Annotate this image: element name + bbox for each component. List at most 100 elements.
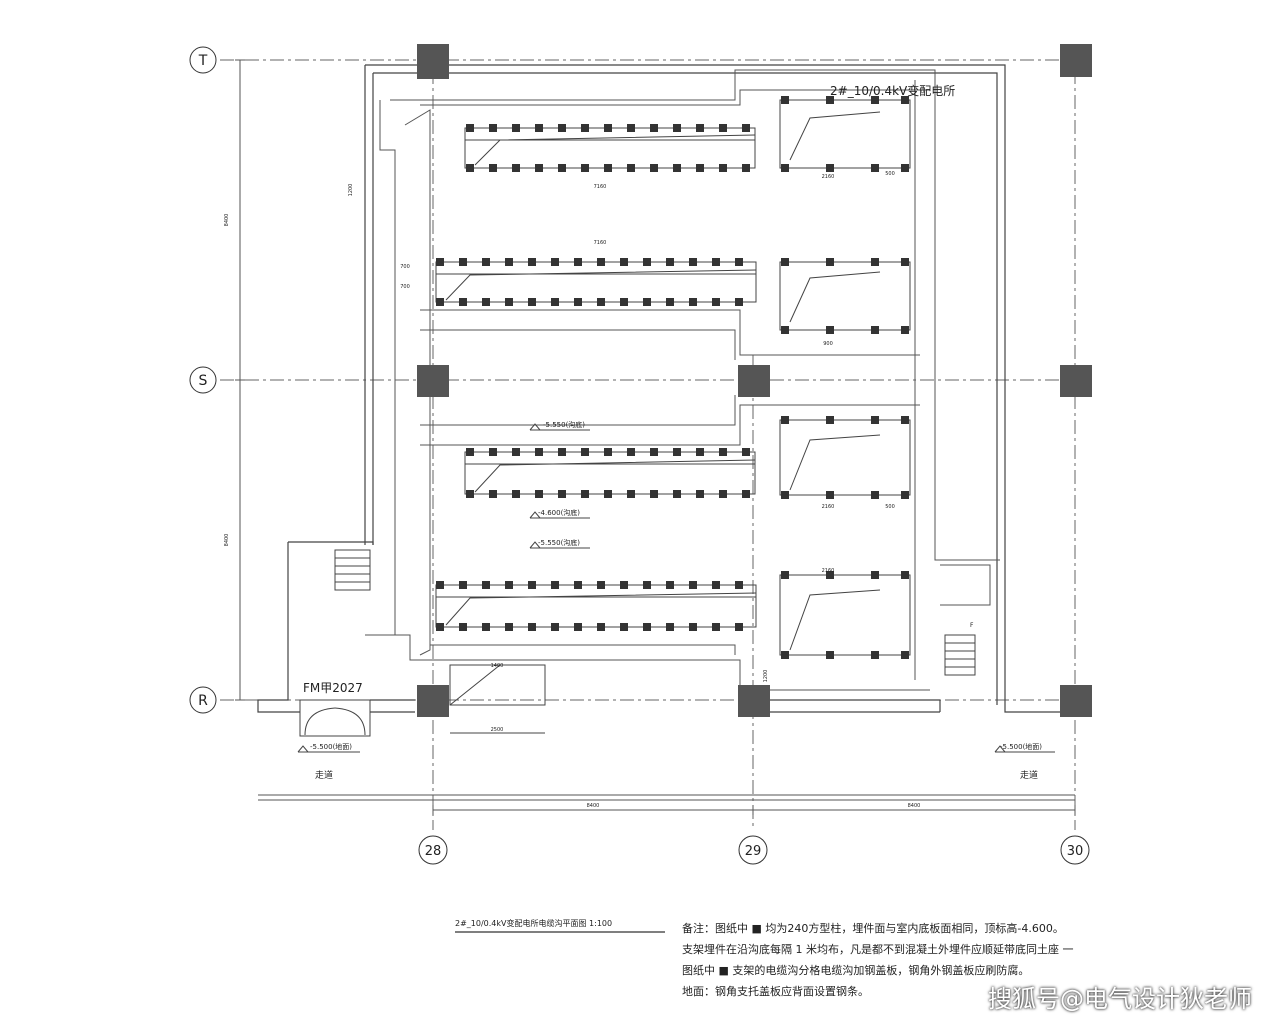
trench-support bbox=[482, 581, 490, 589]
trench-support bbox=[466, 490, 474, 498]
trench-support bbox=[742, 490, 750, 498]
trench-support bbox=[826, 571, 834, 579]
trench-support bbox=[459, 623, 467, 631]
trench-support bbox=[436, 623, 444, 631]
trench-support bbox=[666, 258, 674, 266]
trench-support bbox=[901, 96, 909, 104]
column bbox=[1060, 365, 1092, 397]
trench-support bbox=[581, 490, 589, 498]
trench-support bbox=[826, 651, 834, 659]
trench-support bbox=[459, 581, 467, 589]
trench-support bbox=[689, 298, 697, 306]
trench-support bbox=[742, 448, 750, 456]
dimension-lines bbox=[235, 59, 1076, 815]
trench-support bbox=[535, 124, 543, 132]
trench-support bbox=[528, 581, 536, 589]
trench-support bbox=[436, 258, 444, 266]
axis-bubble-S: S bbox=[189, 366, 217, 394]
elev-trench-3: -5.550(沟底) bbox=[538, 538, 580, 547]
column bbox=[738, 365, 770, 397]
trench-support bbox=[528, 623, 536, 631]
trench-support bbox=[558, 164, 566, 172]
column bbox=[417, 685, 449, 717]
trench-support bbox=[512, 448, 520, 456]
trench-support bbox=[551, 298, 559, 306]
trench-support bbox=[696, 164, 704, 172]
trench-support bbox=[901, 164, 909, 172]
watermark: 搜狐号@电气设计狄老师 bbox=[988, 985, 1252, 1013]
dim-trench-b: 7160 bbox=[594, 240, 607, 246]
dim-trench-h: 900 bbox=[823, 341, 833, 347]
trench-support bbox=[735, 258, 743, 266]
trench-support bbox=[574, 623, 582, 631]
trench-support bbox=[781, 258, 789, 266]
trench-support bbox=[466, 448, 474, 456]
trench-support bbox=[781, 326, 789, 334]
trench-support bbox=[551, 623, 559, 631]
column bbox=[417, 365, 449, 397]
trench-support bbox=[597, 581, 605, 589]
trench-support bbox=[871, 96, 879, 104]
dim-wall-b: 700 bbox=[400, 284, 410, 290]
corridor-label-right: 走道 bbox=[1020, 769, 1038, 781]
trench-support bbox=[489, 164, 497, 172]
room-title: 2#_10/0.4kV变配电所 bbox=[830, 83, 955, 98]
corridor-label-left: 走道 bbox=[315, 769, 333, 781]
dim-ramp-a: 2500 bbox=[491, 727, 504, 733]
stair-right bbox=[944, 634, 976, 676]
column bbox=[1060, 44, 1092, 77]
trench-support bbox=[650, 124, 658, 132]
svg-text:29: 29 bbox=[745, 844, 762, 859]
elevation-markers bbox=[297, 423, 1055, 753]
trench-support bbox=[735, 581, 743, 589]
axis-bubble-T: T bbox=[189, 46, 217, 74]
trench-support bbox=[871, 258, 879, 266]
trench-support bbox=[781, 491, 789, 499]
trench-support bbox=[735, 623, 743, 631]
trench-support bbox=[826, 491, 834, 499]
trench-row-1 bbox=[464, 127, 756, 169]
trench-support bbox=[742, 164, 750, 172]
trench-support bbox=[643, 258, 651, 266]
trench-support bbox=[436, 298, 444, 306]
elev-floor-right: -5.500(地面) bbox=[1000, 742, 1042, 751]
trench-support bbox=[781, 571, 789, 579]
elev-trench-2: -4.600(沟底) bbox=[538, 508, 580, 517]
trench-support bbox=[512, 490, 520, 498]
trench-support bbox=[871, 416, 879, 424]
trench-support bbox=[689, 623, 697, 631]
trench-support bbox=[620, 581, 628, 589]
trench-support bbox=[901, 491, 909, 499]
trench-support bbox=[719, 124, 727, 132]
trench-support bbox=[627, 448, 635, 456]
trench-support bbox=[826, 164, 834, 172]
dim-trench-g: 500 bbox=[885, 504, 895, 510]
trench-support bbox=[696, 448, 704, 456]
trench-support bbox=[535, 490, 543, 498]
trench-support bbox=[712, 581, 720, 589]
trench-support bbox=[735, 298, 743, 306]
trench-support bbox=[901, 258, 909, 266]
trench-support bbox=[489, 124, 497, 132]
trench-support bbox=[666, 298, 674, 306]
trench-support bbox=[482, 623, 490, 631]
trench-support bbox=[512, 124, 520, 132]
trench-support bbox=[719, 164, 727, 172]
trench-support bbox=[558, 448, 566, 456]
trench-support bbox=[901, 326, 909, 334]
trench-support bbox=[604, 124, 612, 132]
trench-support bbox=[535, 164, 543, 172]
axis-bubble-29: 29 bbox=[738, 835, 768, 865]
trench-support bbox=[826, 258, 834, 266]
stair-label: F bbox=[970, 622, 974, 629]
trench-support bbox=[505, 581, 513, 589]
column bbox=[738, 685, 770, 717]
elev-trench-1: -5.550(沟底) bbox=[543, 420, 585, 429]
ramp bbox=[449, 664, 546, 734]
trench-support bbox=[666, 623, 674, 631]
trench-support bbox=[528, 258, 536, 266]
trench-support bbox=[505, 298, 513, 306]
notes-block: 备注：图纸中 ■ 均为240方型柱，埋件面与室内底板面相同，顶标高-4.600。… bbox=[682, 918, 1102, 1002]
trench-support bbox=[512, 164, 520, 172]
